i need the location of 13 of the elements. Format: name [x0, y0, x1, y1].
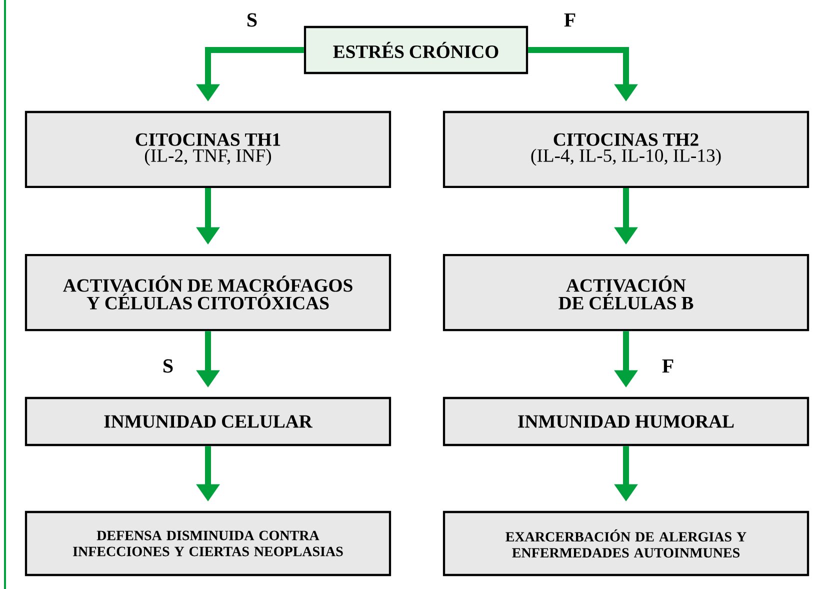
process-box: EXARCERBACIÓN DE ALERGIAS Y ENFERMEDADES AUTOINMUNES [442, 510, 810, 576]
process-box: CITOCINAS TH2 (IL-4, IL-5, IL-10, IL-13) [442, 110, 810, 188]
edge-label: F [662, 359, 674, 373]
process-box: ACTIVACIÓN DE MACRÓFAGOS Y CÉLULAS CITOTÓXICAS [24, 254, 392, 332]
edge-label: S [164, 359, 173, 373]
process-box: DEFENSA DISMINUIDA CONTRA INFECCIONES Y CIERTAS NEOPLASIAS [24, 510, 392, 576]
edge-label: S [248, 13, 257, 27]
process-box: ESTRÉS CRÓNICO [304, 26, 528, 74]
process-box: CITOCINAS TH1 (IL-2, TNF, INF) [24, 110, 392, 188]
process-box: INMUNIDAD HUMORAL [442, 396, 810, 446]
edge-label: F [564, 13, 576, 27]
process-box: INMUNIDAD CELULAR [24, 396, 392, 446]
process-box: ACTIVACIÓN DE CÉLULAS B [442, 254, 810, 332]
